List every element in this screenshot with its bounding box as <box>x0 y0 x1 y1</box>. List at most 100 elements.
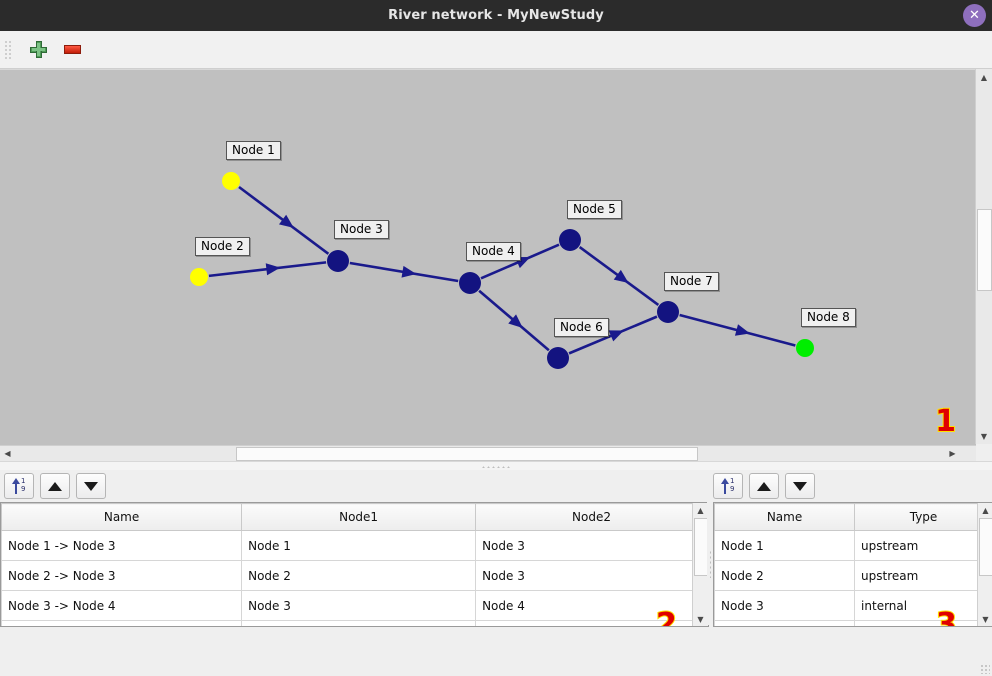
close-glyph: ✕ <box>969 8 980 23</box>
graph-node-label[interactable]: Node 5 <box>567 200 622 219</box>
graph-node[interactable] <box>657 301 679 323</box>
reaches-scroll-thumb[interactable] <box>694 518 708 576</box>
table-cell[interactable]: Node 3 -> Node 4 <box>1 590 243 621</box>
table-cell[interactable]: upstream <box>854 530 992 561</box>
column-header[interactable]: Type <box>854 503 992 531</box>
annotation-1: 1 <box>934 403 957 440</box>
nodes-scroll-thumb[interactable] <box>979 518 992 576</box>
network-graph-panel: Node 1 Node 2 Node 3 Node 4 Node 5 Node 6 Node… <box>0 68 992 461</box>
graph-scroll-down-arrow[interactable]: ▼ <box>980 431 988 441</box>
graph-node[interactable] <box>222 172 240 190</box>
network-canvas[interactable]: Node 1 Node 2 Node 3 Node 4 Node 5 Node 6 Node… <box>0 69 976 445</box>
graph-node[interactable] <box>559 229 581 251</box>
graph-horizontal-scroll-thumb[interactable] <box>236 447 698 461</box>
annotation-2: 2 <box>655 606 678 627</box>
splitter-grip <box>481 465 511 468</box>
table-cell[interactable]: Node 1 -> Node 3 <box>1 530 243 561</box>
remove-node-button[interactable] <box>59 37 85 63</box>
table-cell[interactable]: Node 3 <box>475 560 708 591</box>
nodes-move-up-button[interactable] <box>749 473 779 499</box>
table-cell[interactable]: Node 1 <box>241 530 477 561</box>
triangle-down-icon <box>793 481 807 491</box>
table-cell[interactable]: Node 4 <box>714 620 856 626</box>
vertical-splitter[interactable] <box>707 502 713 625</box>
reaches-scroll-down-arrow[interactable]: ▼ <box>697 614 704 624</box>
column-header[interactable]: Name <box>1 503 243 531</box>
column-header[interactable]: Name <box>714 503 856 531</box>
add-node-button[interactable] <box>25 37 51 63</box>
graph-node[interactable] <box>547 347 569 369</box>
graph-node[interactable] <box>459 272 481 294</box>
graph-node[interactable] <box>190 268 208 286</box>
table-cell[interactable]: Node 4 <box>475 590 708 621</box>
nodes-table-scrollbar[interactable]: ▲ ▼ <box>977 503 992 626</box>
close-icon[interactable]: ✕ <box>963 4 986 27</box>
nodes-move-down-button[interactable] <box>785 473 815 499</box>
table-cell[interactable]: Node 4 <box>241 620 477 626</box>
graph-horizontal-scrollbar[interactable]: ◀ ▶ <box>0 445 976 461</box>
edge-arrow-icon <box>508 314 523 329</box>
window-titlebar: River network - MyNewStudy ✕ <box>0 0 992 31</box>
table-cell[interactable]: Node 3 <box>241 590 477 621</box>
table-cell[interactable]: Node 2 <box>241 560 477 591</box>
annotation-3: 3 <box>935 606 958 627</box>
column-header[interactable]: Node2 <box>475 503 708 531</box>
resize-grip[interactable] <box>980 664 990 674</box>
graph-scroll-up-arrow[interactable]: ▲ <box>980 72 988 82</box>
graph-node-label[interactable]: Node 4 <box>466 242 521 261</box>
graph-scroll-left-arrow[interactable]: ◀ <box>4 449 11 458</box>
graph-node-label[interactable]: Node 3 <box>334 220 389 239</box>
graph-node[interactable] <box>796 339 814 357</box>
reaches-move-down-button[interactable] <box>76 473 106 499</box>
edge-arrow-icon <box>734 324 751 336</box>
node-layer <box>190 172 814 369</box>
network-graph-svg <box>190 172 814 369</box>
graph-node-label[interactable]: Node 7 <box>664 272 719 291</box>
triangle-up-icon <box>757 481 771 491</box>
table-cell[interactable]: internal <box>854 620 992 626</box>
toolbar-drag-handle[interactable] <box>3 38 12 61</box>
reaches-table-scrollbar[interactable]: ▲ ▼ <box>692 503 708 626</box>
graph-node-label[interactable]: Node 1 <box>226 141 281 160</box>
main-toolbar <box>0 31 992 69</box>
table-cell[interactable]: upstream <box>854 560 992 591</box>
table-cell[interactable]: Node 3 <box>475 530 708 561</box>
graph-scroll-right-arrow[interactable]: ▶ <box>949 449 956 458</box>
table-cell[interactable]: internal <box>854 590 992 621</box>
window-title: River network - MyNewStudy <box>388 8 604 23</box>
table-cell[interactable]: Node 4 -> Node 5 <box>1 620 243 626</box>
graph-vertical-scroll-thumb[interactable] <box>977 209 992 291</box>
table-cell[interactable]: Node 2 -> Node 3 <box>1 560 243 591</box>
nodes-scroll-down-arrow[interactable]: ▼ <box>982 614 989 624</box>
graph-node-label[interactable]: Node 8 <box>801 308 856 327</box>
reaches-scroll-up-arrow[interactable]: ▲ <box>697 505 704 515</box>
graph-vertical-scrollbar[interactable]: ▲ ▼ <box>975 69 992 444</box>
nodes-scroll-up-arrow[interactable]: ▲ <box>982 505 989 515</box>
graph-node[interactable] <box>327 250 349 272</box>
graph-node-label[interactable]: Node 2 <box>195 237 250 256</box>
graph-node-label[interactable]: Node 6 <box>554 318 609 337</box>
table-cell[interactable]: Node 2 <box>714 560 856 591</box>
table-cell[interactable]: Node 3 <box>714 590 856 621</box>
column-header[interactable]: Node1 <box>241 503 477 531</box>
table-cell[interactable]: Node 1 <box>714 530 856 561</box>
edge-layer <box>208 185 796 355</box>
reaches-move-up-button[interactable] <box>40 473 70 499</box>
